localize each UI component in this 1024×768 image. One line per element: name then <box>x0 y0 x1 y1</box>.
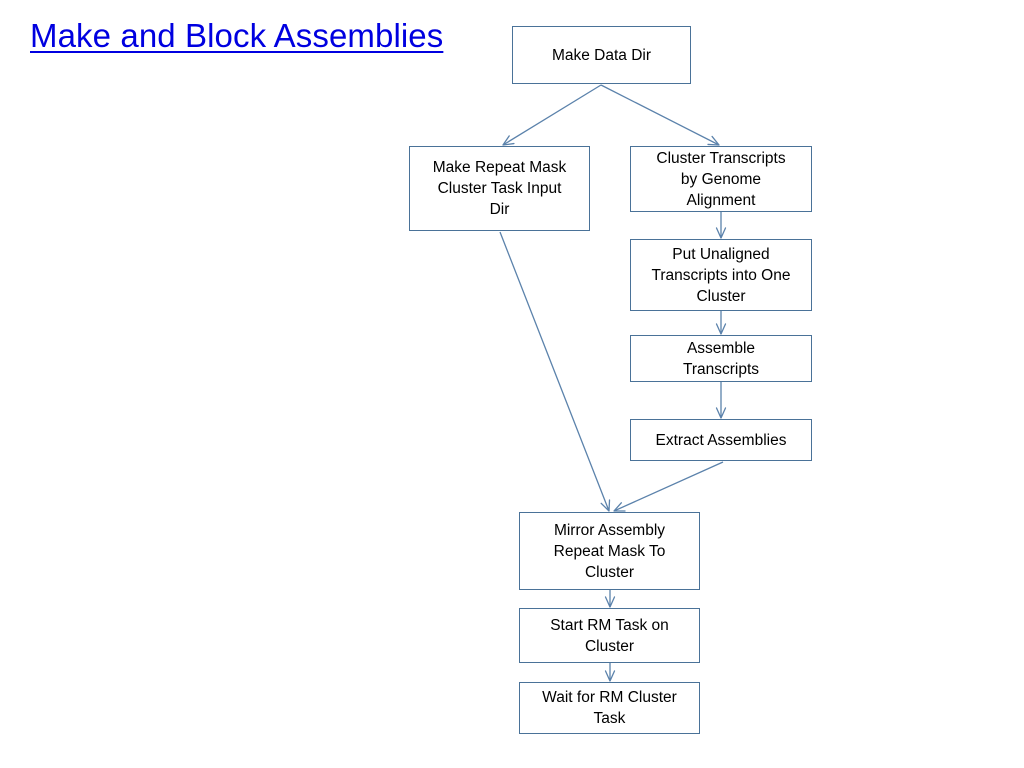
flow-node-extract-assemblies[interactable]: Extract Assemblies <box>630 419 812 461</box>
page-title[interactable]: Make and Block Assemblies <box>30 17 444 54</box>
flow-edge-make-data-dir-to-cluster <box>600 84 720 146</box>
flow-node-put-unaligned[interactable]: Put Unaligned Transcripts into One Clust… <box>630 239 812 311</box>
flow-node-wait-rm-task[interactable]: Wait for RM Cluster Task <box>519 682 700 734</box>
arrowhead-icon <box>502 135 515 146</box>
flow-edge-make-data-dir-to-repeat-mask <box>502 84 602 146</box>
arrowhead-icon <box>600 499 611 512</box>
arrowhead-icon <box>715 227 727 239</box>
flow-edge-put-unaligned-to-assemble <box>715 311 727 335</box>
arrowhead-icon <box>604 670 616 682</box>
arrowhead-icon <box>715 323 727 335</box>
arrowhead-icon <box>707 135 720 146</box>
arrowhead-icon <box>604 596 616 608</box>
flow-node-mirror-assembly[interactable]: Mirror Assembly Repeat Mask To Cluster <box>519 512 700 590</box>
flow-node-assemble-transcripts[interactable]: Assemble Transcripts <box>630 335 812 382</box>
flow-edge-repeat-mask-to-mirror <box>499 231 611 512</box>
flow-edge-mirror-to-start-rm <box>604 590 616 608</box>
flow-edge-cluster-to-put-unaligned <box>715 212 727 239</box>
flow-node-start-rm-task[interactable]: Start RM Task on Cluster <box>519 608 700 663</box>
arrowhead-icon <box>613 502 626 512</box>
arrowhead-icon <box>715 407 727 419</box>
flow-edge-assemble-to-extract <box>715 382 727 419</box>
flow-node-cluster-transcripts[interactable]: Cluster Transcripts by Genome Alignment <box>630 146 812 212</box>
flow-node-make-data-dir[interactable]: Make Data Dir <box>512 26 691 84</box>
flow-edge-extract-to-mirror <box>613 461 724 512</box>
flow-edge-start-rm-to-wait-rm <box>604 663 616 682</box>
flow-node-make-repeat-mask-input[interactable]: Make Repeat Mask Cluster Task Input Dir <box>409 146 590 231</box>
